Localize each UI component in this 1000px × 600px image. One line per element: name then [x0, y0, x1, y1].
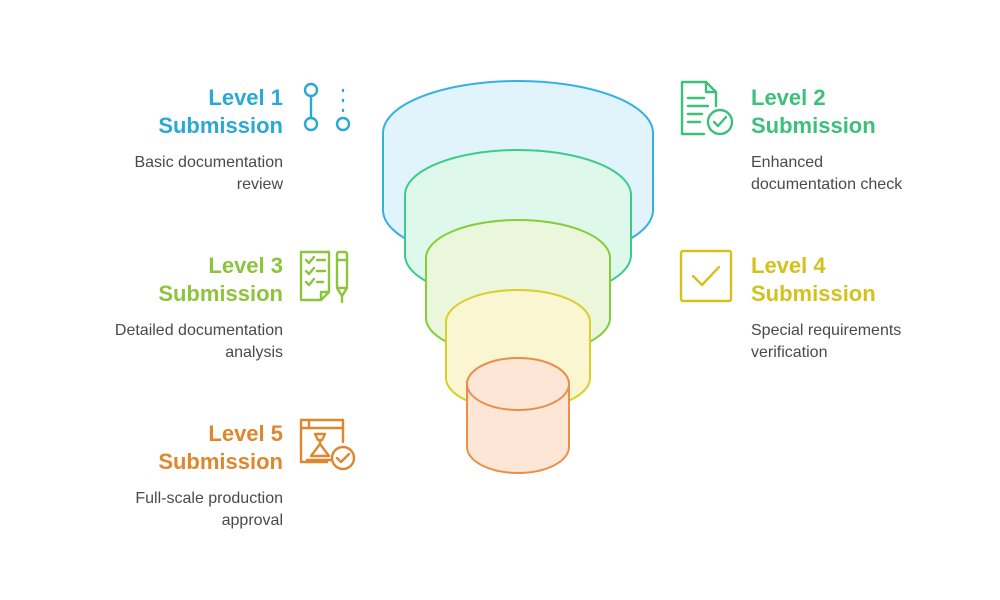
level-4-title-line2: Submission — [751, 281, 876, 306]
level-5-description-line2: approval — [221, 512, 283, 529]
level-4-description-line2: verification — [751, 344, 828, 361]
level-3-description-line2: analysis — [225, 344, 283, 361]
level-2-description-line2: documentation check — [751, 176, 903, 193]
level-4-title: Level 4 Submission — [751, 252, 876, 308]
level-1-title: Level 1 Submission — [158, 84, 283, 140]
funnel-layer-5 — [466, 357, 570, 474]
level-5-title-line2: Submission — [158, 449, 283, 474]
level-5-description: Full-scale production approval — [135, 488, 283, 532]
level-5-title: Level 5 Submission — [158, 420, 283, 476]
level-2-description: Enhanced documentation check — [751, 152, 902, 196]
level-5-title-line1: Level 5 — [208, 421, 283, 446]
funnel-layer-5-top — [466, 357, 570, 411]
level-4-title-line1: Level 4 — [751, 253, 826, 278]
level-2-description-line1: Enhanced — [751, 154, 824, 171]
level-5-description-line1: Full-scale production — [135, 490, 283, 507]
stepper-dots-icon — [303, 82, 351, 132]
level-3-title-line1: Level 3 — [208, 253, 283, 278]
level-1-description: Basic documentation review — [134, 152, 283, 196]
level-2-title-line1: Level 2 — [751, 85, 826, 110]
document-check-icon — [680, 80, 734, 136]
level-1-title-line2: Submission — [158, 113, 283, 138]
level-3-description: Detailed documentation analysis — [115, 320, 283, 364]
level-4-description-line1: Special requirements — [751, 322, 902, 339]
level-2-title-line2: Submission — [751, 113, 876, 138]
level-1-title-line1: Level 1 — [208, 85, 283, 110]
level-1-description-line1: Basic documentation — [134, 154, 283, 171]
level-1-description-line2: review — [236, 176, 283, 193]
checkbox-tick-icon — [679, 249, 733, 303]
level-3-title-line2: Submission — [158, 281, 283, 306]
production-approval-icon — [299, 418, 356, 471]
level-2-title: Level 2 Submission — [751, 84, 876, 140]
level-3-title: Level 3 Submission — [158, 252, 283, 308]
checklist-pen-icon — [299, 250, 349, 304]
level-3-description-line1: Detailed documentation — [114, 322, 283, 339]
level-4-description: Special requirements verification — [751, 320, 901, 364]
